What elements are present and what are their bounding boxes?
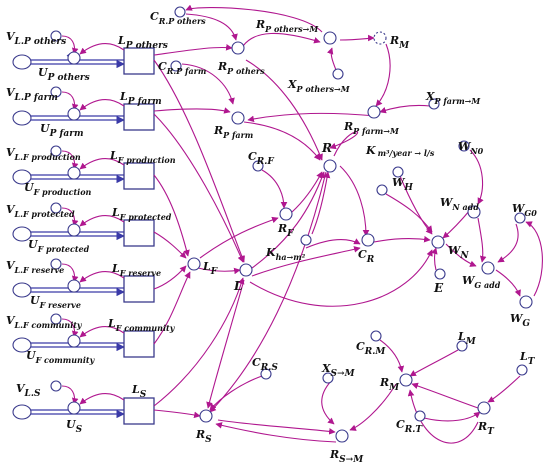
label-rs: RS — [195, 428, 212, 445]
label-lf-community: LF community — [107, 317, 176, 333]
stock-lp-others — [123, 47, 155, 75]
label-uf-production: UF production — [24, 181, 92, 197]
flow-row-production — [12, 169, 125, 185]
label-uf-reserve: UF reserve — [30, 294, 81, 310]
label-lf-reserve: LF reserve — [111, 262, 161, 278]
label-up-farm: UP farm — [40, 122, 83, 139]
label-xs-m: XS→M — [321, 362, 356, 379]
label-v-lf-production: VL.F production — [6, 146, 81, 162]
label-rp-farm: RP farm — [213, 124, 253, 140]
stock-lp-farm — [123, 103, 155, 131]
stock-lf-reserve — [123, 275, 155, 303]
label-lf: LF — [202, 260, 218, 277]
label-lf-production: LF production — [109, 149, 176, 165]
label-uf-protected: UF protected — [28, 238, 90, 254]
label-c-rp-farm: CR.P farm — [158, 60, 206, 76]
auxiliaries — [50, 6, 533, 443]
stock-lf-production — [123, 162, 155, 190]
label-c-rm: CR.M — [356, 340, 386, 357]
label-wn: WN — [448, 244, 469, 261]
label-v-lf-community: VL.F community — [6, 314, 83, 330]
label-us: US — [66, 418, 83, 435]
label-xp-farm-m: XP farm→M — [425, 90, 481, 106]
label-wg-add: WG add — [462, 274, 501, 290]
label-wg0: WG0 — [512, 202, 537, 218]
stock-lf-community — [123, 330, 155, 358]
label-lf-protected: LF protected — [111, 206, 172, 222]
stock-lf-protected — [123, 219, 155, 247]
label-v-ls: VL.S — [16, 382, 41, 399]
label-c-rp-others: CR.P others — [150, 10, 206, 26]
label-rm-top: RM — [389, 34, 410, 51]
label-rs-m: RS→M — [329, 448, 364, 465]
label-wg: WG — [510, 312, 530, 329]
label-c-rs: CR.S — [252, 356, 278, 373]
label-v-lp-farm: VL.P farm — [6, 86, 58, 103]
label-r: R — [321, 141, 332, 155]
label-lm: LM — [457, 330, 477, 347]
label-rt: RT — [477, 420, 495, 437]
label-rp-farm-m: RP farm→M — [343, 120, 400, 136]
label-xp-others-m: XP others→M — [287, 78, 351, 94]
node-labels: VL.P others UP others LP others VL.P far… — [6, 10, 537, 465]
stocks — [123, 47, 155, 425]
label-wh: WH — [392, 176, 413, 193]
label-ls: LS — [131, 383, 147, 400]
label-rp-others-m: RP others→M — [255, 18, 319, 34]
label-lp-farm: LP farm — [119, 90, 162, 107]
label-wn0: WN0 — [458, 140, 484, 156]
label-lp-others: LP others — [117, 34, 168, 51]
label-rm: RM — [379, 376, 400, 393]
label-up-others: UP others — [38, 66, 90, 83]
label-uf-community: UF community — [26, 349, 96, 365]
stock-ls — [123, 397, 155, 425]
label-wn-add: WN add — [440, 196, 479, 212]
label-v-lf-protected: VL.F protected — [6, 203, 75, 219]
label-e: E — [433, 281, 444, 295]
label-k-ha-m2: Kha→m² — [265, 246, 306, 262]
label-v-lf-reserve: VL.F reserve — [6, 259, 64, 275]
label-c-rf: CR.F — [248, 150, 274, 167]
causal-links — [61, 4, 543, 444]
label-c-rt: CR.T — [396, 418, 423, 435]
label-cr: CR — [358, 248, 375, 265]
label-v-lp-others: VL.P others — [6, 30, 66, 47]
label-lt: LT — [519, 350, 536, 367]
label-rp-others: RP others — [217, 60, 265, 76]
label-rf: RF — [277, 222, 294, 239]
label-l: L — [233, 279, 242, 293]
